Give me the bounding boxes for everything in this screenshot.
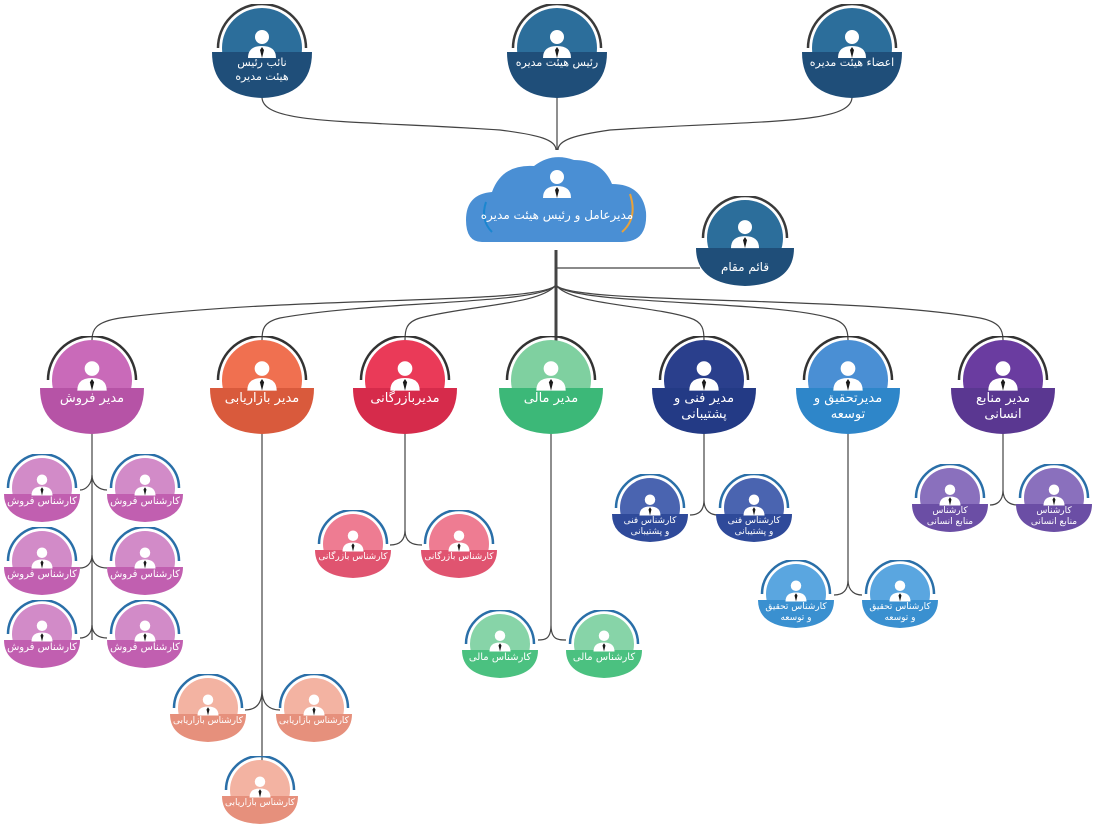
board-member-members[interactable]: اعضاء هیئت مدیره [800, 4, 904, 100]
person-icon [833, 361, 863, 391]
person-icon [593, 630, 615, 652]
expert-marketing-2[interactable]: کارشناس بازاریابی [222, 756, 298, 826]
node-label: کارشناس منابع انسانی [926, 506, 974, 528]
expert-sales-2[interactable]: کارشناس فروش [4, 527, 80, 597]
person-icon [303, 694, 325, 716]
person-icon [390, 361, 420, 391]
person-icon [197, 694, 219, 716]
expert-finance-1[interactable]: کارشناس مالی [566, 610, 642, 680]
node-label: کارشناس بازاریابی [279, 716, 349, 726]
expert-sales-5[interactable]: کارشناس فروش [107, 600, 183, 670]
person-icon [536, 361, 566, 391]
person-icon [731, 220, 759, 249]
expert-sales-0[interactable]: کارشناس فروش [4, 454, 80, 524]
person-icon [785, 580, 807, 602]
manager-hr[interactable]: مدیر منابع انسانی [951, 336, 1055, 436]
expert-tech-0[interactable]: کارشناس فنی و پشتیبانی [612, 474, 688, 544]
node-label: کارشناس بازاریابی [173, 716, 243, 726]
expert-rnd-0[interactable]: کارشناس تحقیق و توسعه [758, 560, 834, 630]
node-label: کارشناس منابع انسانی [1030, 506, 1078, 528]
person-icon [939, 484, 961, 506]
node-label: رئیس هیئت مدیره [515, 56, 599, 69]
person-icon [134, 547, 156, 569]
node-label: کارشناس فروش [7, 496, 77, 507]
node-label: مدیر منابع انسانی [975, 391, 1031, 423]
expert-marketing-0[interactable]: کارشناس بازاریابی [170, 674, 246, 744]
node-label: کارشناس فنی و پشتیبانی [727, 516, 781, 538]
person-icon [838, 30, 866, 58]
person-icon [134, 620, 156, 642]
node-label: مدیر فروش [59, 391, 125, 406]
person-icon [248, 30, 276, 58]
person-icon [1043, 484, 1065, 506]
person-icon [249, 776, 271, 798]
expert-hr-0[interactable]: کارشناس منابع انسانی [912, 464, 988, 534]
expert-hr-1[interactable]: کارشناس منابع انسانی [1016, 464, 1092, 534]
node-label: کارشناس فنی و پشتیبانی [623, 516, 677, 538]
node-label: کارشناس بازرگانی [424, 552, 494, 562]
node-label: کارشناس تحقیق و توسعه [765, 602, 827, 624]
person-icon [889, 580, 911, 602]
node-label: کارشناس فروش [7, 569, 77, 580]
person-icon [77, 361, 107, 391]
person-icon [31, 474, 53, 496]
node-label: مدیر فنی و پشتیبانی [673, 391, 735, 423]
node-label: کارشناس بازاریابی [225, 798, 295, 808]
person-icon [31, 547, 53, 569]
expert-commerce-0[interactable]: کارشناس بازرگانی [315, 510, 391, 580]
ceo-label: مدیرعامل و رئیس هیئت مدیره [480, 208, 634, 222]
person-icon [988, 361, 1018, 391]
node-label: اعضاء هیئت مدیره [809, 56, 895, 69]
manager-commerce[interactable]: مدیربازرگانی [353, 336, 457, 436]
manager-marketing[interactable]: مدیر بازاریابی [210, 336, 314, 436]
manager-rnd[interactable]: مدیرتحقیق و توسعه [796, 336, 900, 436]
board-member-vice-chair[interactable]: نائب رئیس هیئت مدیره [210, 4, 314, 100]
person-icon [31, 620, 53, 642]
person-icon [134, 474, 156, 496]
node-label: قائم مقام [720, 260, 770, 274]
manager-finance[interactable]: مدیر مالی [499, 336, 603, 436]
person-icon [247, 361, 277, 391]
person-icon [448, 530, 470, 552]
node-label: کارشناس فروش [7, 642, 77, 653]
node-label: مدیرتحقیق و توسعه [813, 391, 883, 423]
manager-sales[interactable]: مدیر فروش [40, 336, 144, 436]
expert-rnd-1[interactable]: کارشناس تحقیق و توسعه [862, 560, 938, 630]
person-icon [489, 630, 511, 652]
expert-sales-3[interactable]: کارشناس فروش [107, 527, 183, 597]
expert-commerce-1[interactable]: کارشناس بازرگانی [421, 510, 497, 580]
person-icon [543, 170, 571, 198]
node-label: کارشناس فروش [110, 569, 180, 580]
board-member-chair[interactable]: رئیس هیئت مدیره [505, 4, 609, 100]
person-icon [543, 30, 571, 58]
expert-marketing-1[interactable]: کارشناس بازاریابی [276, 674, 352, 744]
node-label: مدیر بازاریابی [224, 391, 300, 406]
expert-tech-1[interactable]: کارشناس فنی و پشتیبانی [716, 474, 792, 544]
person-icon [342, 530, 364, 552]
person-icon [743, 494, 765, 516]
node-label: کارشناس مالی [572, 652, 636, 663]
expert-sales-1[interactable]: کارشناس فروش [107, 454, 183, 524]
node-label: کارشناس فروش [110, 642, 180, 653]
ceo-node[interactable]: مدیرعامل و رئیس هیئت مدیره [462, 150, 652, 250]
person-icon [639, 494, 661, 516]
expert-finance-0[interactable]: کارشناس مالی [462, 610, 538, 680]
node-label: مدیر مالی [523, 391, 579, 406]
node-label: کارشناس بازرگانی [318, 552, 388, 562]
node-label: کارشناس مالی [468, 652, 532, 663]
node-label: کارشناس فروش [110, 496, 180, 507]
node-label: نائب رئیس هیئت مدیره [235, 56, 289, 83]
node-label: کارشناس تحقیق و توسعه [869, 602, 931, 624]
expert-sales-4[interactable]: کارشناس فروش [4, 600, 80, 670]
manager-tech[interactable]: مدیر فنی و پشتیبانی [652, 336, 756, 436]
node-label: مدیربازرگانی [370, 391, 440, 406]
person-icon [689, 361, 719, 391]
deputy-node[interactable]: قائم مقام [694, 196, 796, 288]
